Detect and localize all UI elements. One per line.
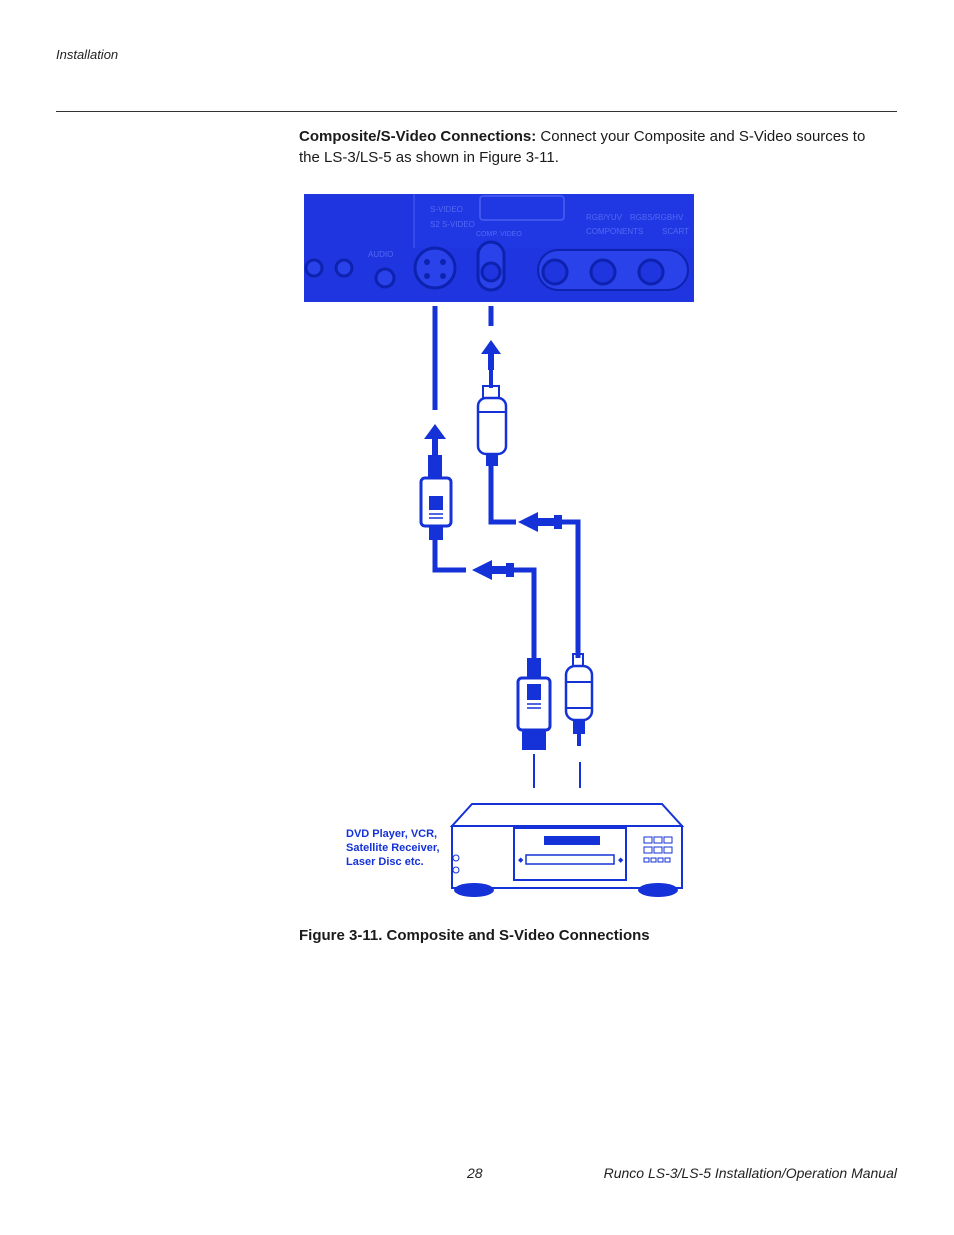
svideo-jack	[413, 246, 457, 290]
composite-right-arrow	[518, 512, 562, 532]
component-jacks	[537, 249, 689, 291]
panel-label-svideo: S-VIDEO	[430, 205, 463, 214]
header-rule	[56, 111, 897, 112]
svg-text:◆: ◆	[618, 857, 624, 864]
svideo-cable-upper	[432, 540, 466, 573]
device-label-line-1: DVD Player, VCR,	[346, 828, 438, 840]
composite-plug-upper	[476, 370, 508, 466]
device-label-line-3: Laser Disc etc.	[346, 856, 424, 868]
svideo-plug-upper	[419, 455, 453, 540]
paragraph-lead: Composite/S-Video Connections:	[299, 128, 537, 145]
paragraph-text: Connect your Composite and S-Video sourc…	[299, 128, 866, 166]
panel-label-rgbs: RGBS/RGBHV	[630, 213, 684, 222]
panel-label-components: COMPONENTS	[586, 227, 643, 236]
figure-caption: Figure 3-11. Composite and S-Video Conne…	[299, 927, 650, 944]
composite-cable-upper	[488, 466, 516, 525]
device-label: DVD Player, VCR, Satellite Receiver, Las…	[346, 827, 456, 869]
svg-text:◆: ◆	[518, 857, 524, 864]
body-paragraph: Composite/S-Video Connections: Connect y…	[299, 126, 889, 168]
composite-cable-lower	[562, 519, 581, 658]
svideo-plug-lower	[516, 658, 552, 788]
source-device: ◆ ◆	[449, 803, 685, 897]
composite-up-arrow	[481, 340, 501, 370]
composite-jack	[476, 240, 506, 292]
manual-title: Runco LS-3/LS-5 Installation/Operation M…	[603, 1165, 897, 1181]
svideo-cable-lower	[514, 567, 537, 660]
connection-diagram: S-VIDEO S2 S-VIDEO COMP. VIDEO RGB/YUV C…	[304, 194, 694, 897]
device-label-line-2: Satellite Receiver,	[346, 842, 440, 854]
panel-label-scart: SCART	[662, 227, 689, 236]
panel-label-comp: COMP. VIDEO	[476, 231, 522, 238]
svideo-up-arrow	[424, 424, 446, 455]
svideo-right-arrow	[472, 560, 514, 580]
panel-label-audio: AUDIO	[368, 250, 393, 259]
page-number: 28	[467, 1165, 483, 1181]
running-header: Installation	[56, 47, 119, 62]
panel-label-s2: S2 S-VIDEO	[430, 220, 475, 229]
projector-panel: S-VIDEO S2 S-VIDEO COMP. VIDEO RGB/YUV C…	[304, 194, 694, 302]
panel-label-rgb: RGB/YUV	[586, 213, 623, 222]
composite-plug-lower	[564, 653, 594, 788]
